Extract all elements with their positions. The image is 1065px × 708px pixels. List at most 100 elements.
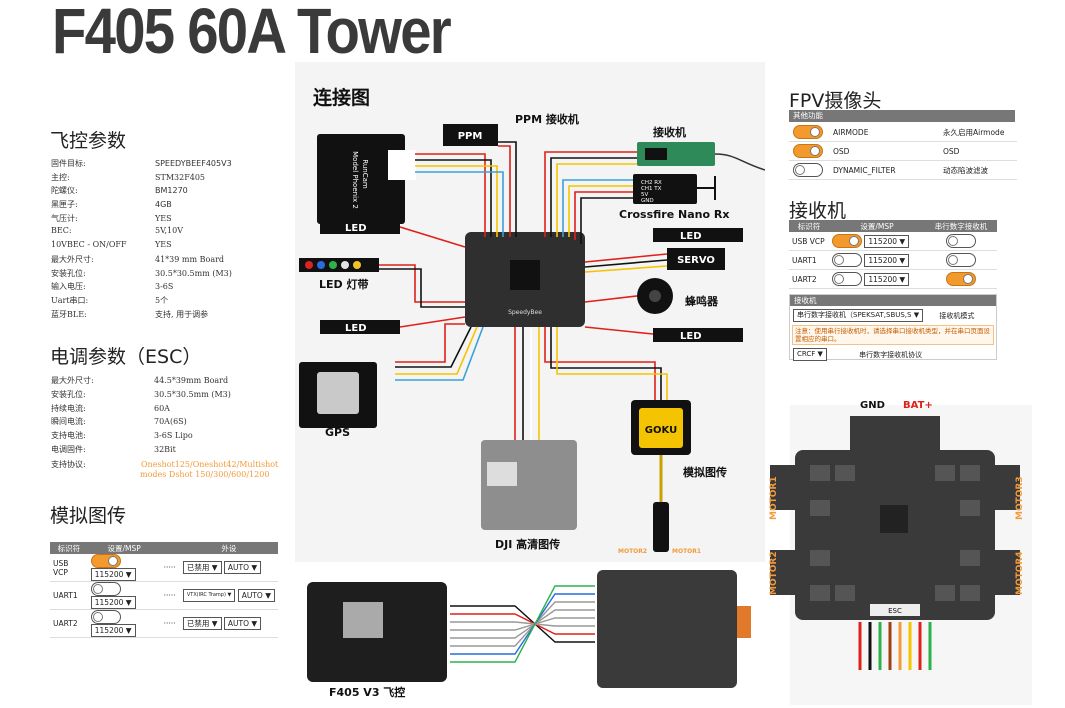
esc-board	[795, 450, 995, 620]
peripheral-select[interactable]: VTX(IRC Tramp) ▼	[182, 589, 236, 602]
esc-motor4: MOTOR4	[1015, 551, 1025, 595]
msp-cell: 115200 ▼	[87, 554, 161, 582]
led-bar-top-right	[653, 228, 743, 242]
dji-label: DJI 高清图传	[495, 537, 560, 551]
esc-mosfets	[810, 465, 980, 601]
esc-param-row: 电调固件:32Bit	[51, 444, 231, 458]
msp-toggle[interactable]	[832, 272, 862, 286]
camera-connector	[388, 150, 416, 180]
esc-param-value: 32Bit	[154, 444, 176, 454]
msp-toggle[interactable]	[90, 582, 121, 596]
msp-cell: 115200 ▼	[87, 609, 161, 638]
led-label-br: LED	[680, 331, 702, 342]
auto-select[interactable]: AUTO ▼	[223, 561, 262, 574]
led-label-tr: LED	[680, 231, 702, 242]
fc-param-value: BM1270	[155, 186, 188, 196]
peripheral-select[interactable]: 已禁用 ▼	[182, 617, 222, 630]
esc-protocol-key: 支持协议:	[51, 460, 86, 469]
led-green	[329, 261, 337, 269]
esc-ear-tr	[990, 465, 1020, 510]
fc-param-row: 安装孔位:30.5*30.5mm (M3)	[51, 268, 232, 282]
led-blue	[317, 261, 325, 269]
led-bar-bottom-left	[320, 320, 400, 334]
baud-select[interactable]: 115200 ▼	[90, 596, 136, 609]
esc-param-value: 3-6S Lipo	[154, 431, 193, 441]
gps-antenna	[317, 372, 359, 414]
esc-param-key: 最大外尺寸:	[51, 376, 94, 385]
fc-param-key: 陀螺仪:	[51, 186, 78, 196]
esc-power-tab	[850, 416, 940, 450]
gps-label: GPS	[325, 426, 350, 439]
fc-param-value: 5个	[155, 295, 169, 305]
receiver-mode-select[interactable]: 串行数字接收机（SPEKSAT,SBUS,S ▼	[793, 309, 924, 322]
fpv-cam-bar: 其他功能	[789, 110, 1015, 122]
fc-esc-harness	[450, 585, 595, 663]
baud-select[interactable]: 115200 ▼	[90, 624, 136, 637]
msp-toggle[interactable]	[90, 610, 121, 624]
fc-param-row: 主控:STM32F405	[51, 172, 232, 186]
baud-select[interactable]: 115200 ▼	[90, 568, 136, 581]
esc-ear-br	[990, 550, 1020, 595]
serial-rx-toggle[interactable]	[946, 253, 976, 267]
port-name: USB VCP	[50, 554, 88, 582]
fc-param-key: 固件目标:	[51, 159, 86, 168]
periph-cell: VTX(IRC Tramp) ▼ AUTO ▼	[179, 581, 278, 610]
analog-vtx-table: 标识符 设置/MSP 外设 USB VCP 115200 ▼·····已禁用 ▼…	[50, 542, 278, 638]
msp-toggle[interactable]	[90, 554, 121, 568]
serial-rx-toggle[interactable]	[946, 272, 976, 286]
rx-col-identifier: 标识符	[789, 220, 829, 232]
servo-label: SERVO	[677, 255, 715, 266]
led-bar-top-left	[320, 220, 400, 234]
receiver-proto-select[interactable]: CRCF ▼	[793, 348, 827, 361]
fc-param-row: 陀螺仪: BM1270	[51, 185, 232, 199]
msp-toggle[interactable]	[832, 253, 862, 267]
esc-param-row: 支持电池:3-6S Lipo	[51, 430, 231, 444]
buzzer-center	[649, 290, 661, 302]
fc-param-key: 10VBEC - ON/OFF	[51, 240, 127, 250]
vtx-antenna	[653, 502, 669, 552]
peripheral-select[interactable]: 已禁用 ▼	[182, 561, 222, 574]
esc-wires	[858, 622, 932, 670]
dots-cell: ·····	[160, 581, 180, 610]
esc-ear-tl	[770, 465, 800, 510]
fc-param-key: BEC:	[51, 226, 72, 236]
esc-param-value: 70A(6S)	[154, 417, 187, 427]
led-yellow	[353, 261, 361, 269]
crossfire-pin-ch2: CH2 RX	[641, 180, 662, 186]
vtx-shield	[639, 408, 683, 448]
receiver-mode-row: 串行数字接收机（SPEKSAT,SBUS,S ▼ 接收机模式	[790, 309, 996, 322]
port-name: UART1	[789, 250, 829, 270]
fc-param-row: 最大外尺寸:41*39 mm Board	[51, 254, 232, 268]
feature-toggle[interactable]	[793, 144, 823, 158]
buzzer-label: 蜂鸣器	[685, 294, 719, 308]
auto-select[interactable]: AUTO ▼	[237, 589, 275, 602]
serial-rx-cell	[925, 232, 997, 251]
serial-rx-toggle[interactable]	[946, 234, 976, 248]
feature-desc: 永久启用Airmode	[943, 127, 1005, 137]
fc-param-value: 5V,10V	[155, 226, 183, 236]
baud-select[interactable]: 115200 ▼	[864, 253, 910, 267]
analog-vtx-heading: 模拟图传	[50, 505, 127, 527]
crossfire-pin-ch1: CH1 TX	[641, 186, 662, 192]
rx-label: 接收机	[653, 125, 686, 139]
baud-select[interactable]: 115200 ▼	[864, 234, 910, 248]
col-identifier: 标识符	[50, 542, 88, 554]
feature-name: DYNAMIC_FILTER	[833, 165, 896, 175]
esc-param-key: 安装孔位:	[51, 389, 86, 399]
fc-param-key: 黑匣子:	[51, 200, 78, 210]
led-red	[305, 261, 313, 269]
fc-board-label: F405 V3 飞控	[329, 685, 405, 699]
baud-select[interactable]: 115200 ▼	[864, 272, 910, 286]
feature-name: AIRMODE	[833, 127, 869, 137]
msp-toggle[interactable]	[832, 234, 862, 248]
esc-small-xt60	[737, 606, 751, 638]
camera-body	[317, 134, 405, 224]
ppm-box	[443, 124, 498, 146]
feature-toggle[interactable]	[793, 125, 823, 139]
fc-param-value: YES	[155, 213, 172, 223]
auto-select[interactable]: AUTO ▼	[223, 617, 262, 630]
receiver-proto-label: 串行数字接收机协议	[859, 350, 923, 359]
feature-toggle[interactable]	[793, 163, 823, 177]
